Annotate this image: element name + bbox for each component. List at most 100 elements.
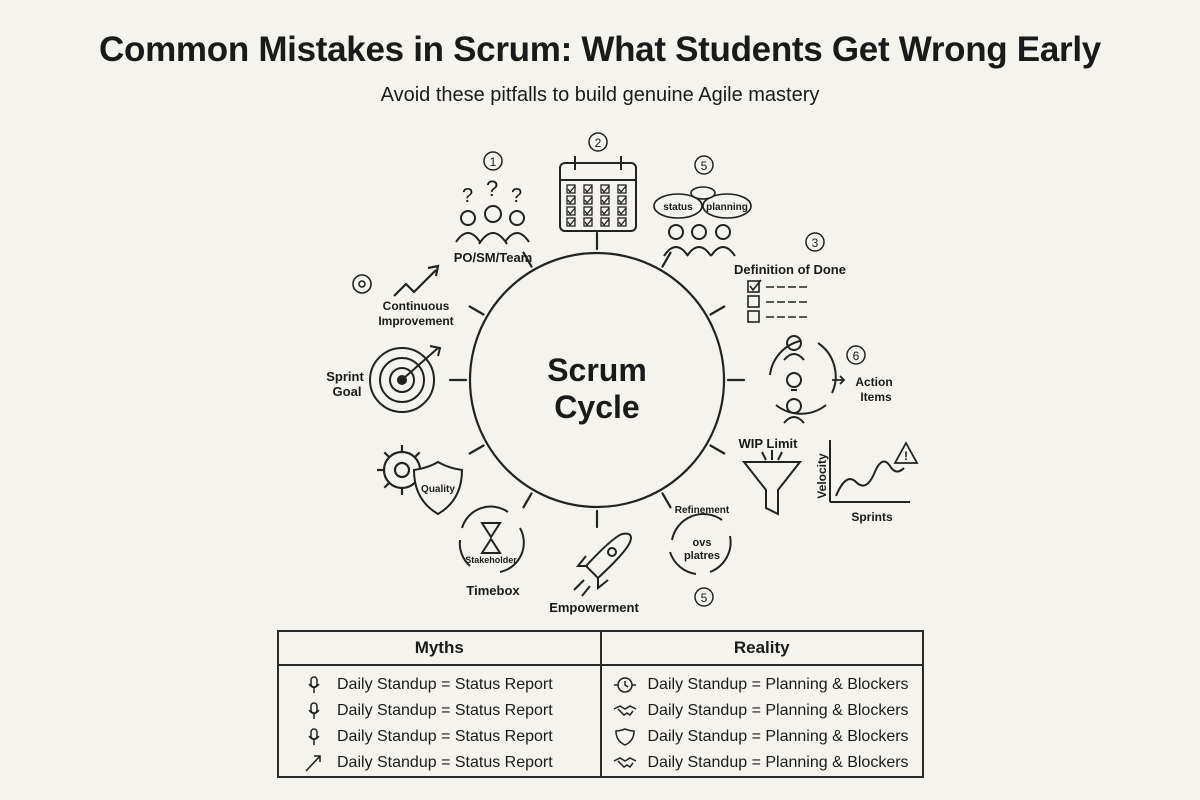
refinement-cycle-icon — [669, 513, 732, 575]
node-sprint-calendar: 2 — [559, 132, 637, 232]
node-label-line1: Action — [855, 375, 892, 389]
speech-bubbles-icon — [653, 186, 752, 219]
chart-xlabel: Sprints — [851, 510, 893, 524]
node-label-line2: Improvement — [378, 314, 453, 328]
scrum-cycle-diagram: Scrum Cycle 1 ? ? ? PO/SM/Team 2 5 — [326, 132, 919, 615]
trend-arrow-icon — [393, 264, 440, 297]
hourglass-cycle-icon — [458, 505, 525, 573]
node-label-line2: Items — [860, 390, 892, 404]
node-label: WIP Limit — [739, 436, 799, 451]
table-row: Daily Standup = Status Report Daily Stand… — [279, 665, 922, 698]
page-subtitle: Avoid these pitfalls to build genuine Ag… — [380, 84, 820, 106]
radial-tick — [522, 492, 533, 509]
table-row: Daily Standup = Status Report Daily Stand… — [279, 698, 922, 724]
radial-tick — [468, 305, 485, 316]
node-definition-of-done: 3 Definition of Done — [734, 232, 846, 323]
node-label-line1: Sprint — [326, 369, 364, 384]
reality-cell: Daily Standup = Planning & Blockers — [601, 665, 923, 698]
radial-tick — [522, 251, 533, 268]
funnel-icon — [741, 450, 803, 516]
node-label: PO/SM/Team — [454, 250, 533, 265]
reality-cell: Daily Standup = Planning & Blockers — [601, 698, 923, 724]
chart-ylabel: Velocity — [815, 453, 829, 499]
node-label: Quality — [421, 484, 455, 495]
node-po-sm-team: 1 ? ? ? PO/SM/Team — [454, 151, 533, 265]
myth-text: Daily Standup = Status Report — [337, 728, 553, 745]
reality-cell: Daily Standup = Planning & Blockers — [601, 724, 923, 750]
node-number: 5 — [701, 591, 708, 605]
node-action-items: 6 Action Items — [769, 335, 893, 424]
myth-text: Daily Standup = Status Report — [337, 754, 553, 771]
node-number: 6 — [853, 349, 860, 363]
node-label: Empowerment — [549, 600, 639, 615]
microphone-icon — [301, 675, 327, 695]
confused-team-icon: ? ? ? — [455, 176, 530, 245]
node-number: 3 — [812, 236, 819, 250]
node-label: Refinement — [675, 505, 730, 516]
arrow-icon — [301, 753, 327, 773]
handshake-icon — [612, 753, 638, 773]
reality-text: Daily Standup = Planning & Blockers — [647, 728, 909, 745]
node-sprint-goal: Sprint Goal — [326, 345, 442, 413]
reality-text: Daily Standup = Planning & Blockers — [647, 754, 909, 771]
node-refinement: Refinement ovs platres 5 — [669, 505, 732, 607]
node-timebox: Stakeholder Timebox — [458, 505, 525, 598]
page-title: Common Mistakes in Scrum: What Students … — [99, 30, 1101, 69]
calendar-icon — [559, 156, 637, 232]
reality-text: Daily Standup = Planning & Blockers — [647, 676, 909, 693]
rocket-icon — [573, 532, 632, 597]
clock-icon — [612, 675, 638, 695]
myth-cell: Daily Standup = Status Report — [279, 750, 602, 776]
center-label-line1: Scrum — [547, 352, 647, 388]
radial-ticks — [448, 231, 746, 529]
node-number: 1 — [490, 155, 497, 169]
myth-cell: Daily Standup = Status Report — [279, 665, 602, 698]
node-label-line2: Goal — [333, 384, 362, 399]
node-quality: Quality — [377, 445, 464, 516]
microphone-icon — [301, 701, 327, 721]
timebox-inner: Stakeholder — [465, 555, 517, 565]
radial-tick — [661, 492, 672, 509]
svg-text:!: ! — [904, 449, 908, 463]
center-label-line2: Cycle — [554, 389, 639, 425]
node-empowerment: Empowerment — [549, 532, 639, 615]
refinement-inner-line1: ovs — [693, 537, 712, 549]
node-continuous-improvement: Continuous Improvement — [352, 264, 454, 328]
node-label-line1: Continuous — [383, 299, 450, 313]
svg-text:?: ? — [486, 176, 498, 201]
myths-header: Myths — [279, 632, 602, 666]
shield-icon — [412, 460, 464, 516]
node-wip-limit: WIP Limit ! Velocity Sprints — [739, 436, 919, 524]
shield-icon — [612, 727, 638, 747]
myths-reality-table: Myths Reality Daily Standup = Status Rep… — [277, 630, 924, 778]
table-row: Daily Standup = Status Report Daily Stand… — [279, 750, 922, 776]
target-icon — [369, 345, 442, 413]
node-label: Definition of Done — [734, 262, 846, 277]
myth-cell: Daily Standup = Status Report — [279, 724, 602, 750]
bubble-status: status — [663, 202, 693, 213]
scrum-cycle-circle — [468, 251, 726, 509]
bubble-planning: planning — [706, 202, 748, 213]
radial-tick — [661, 251, 672, 268]
radial-tick — [709, 444, 726, 455]
people-icon — [663, 224, 736, 257]
velocity-chart-icon — [829, 440, 910, 503]
myth-text: Daily Standup = Status Report — [337, 676, 553, 693]
node-number: 2 — [595, 136, 602, 150]
warning-icon: ! — [893, 441, 919, 464]
retro-cycle-icon — [769, 335, 837, 424]
reality-header: Reality — [600, 632, 922, 666]
radial-tick — [468, 444, 485, 455]
handshake-icon — [612, 701, 638, 721]
checklist-icon — [747, 279, 808, 323]
table-row: Daily Standup = Status Report Daily Stand… — [279, 724, 922, 750]
refinement-inner-line2: platres — [684, 550, 720, 562]
svg-text:?: ? — [462, 185, 473, 207]
myth-text: Daily Standup = Status Report — [337, 702, 553, 719]
node-label: Timebox — [466, 583, 520, 598]
node-number: 5 — [701, 159, 708, 173]
radial-tick — [709, 305, 726, 316]
reality-cell: Daily Standup = Planning & Blockers — [601, 750, 923, 776]
cog-icon — [352, 274, 372, 294]
